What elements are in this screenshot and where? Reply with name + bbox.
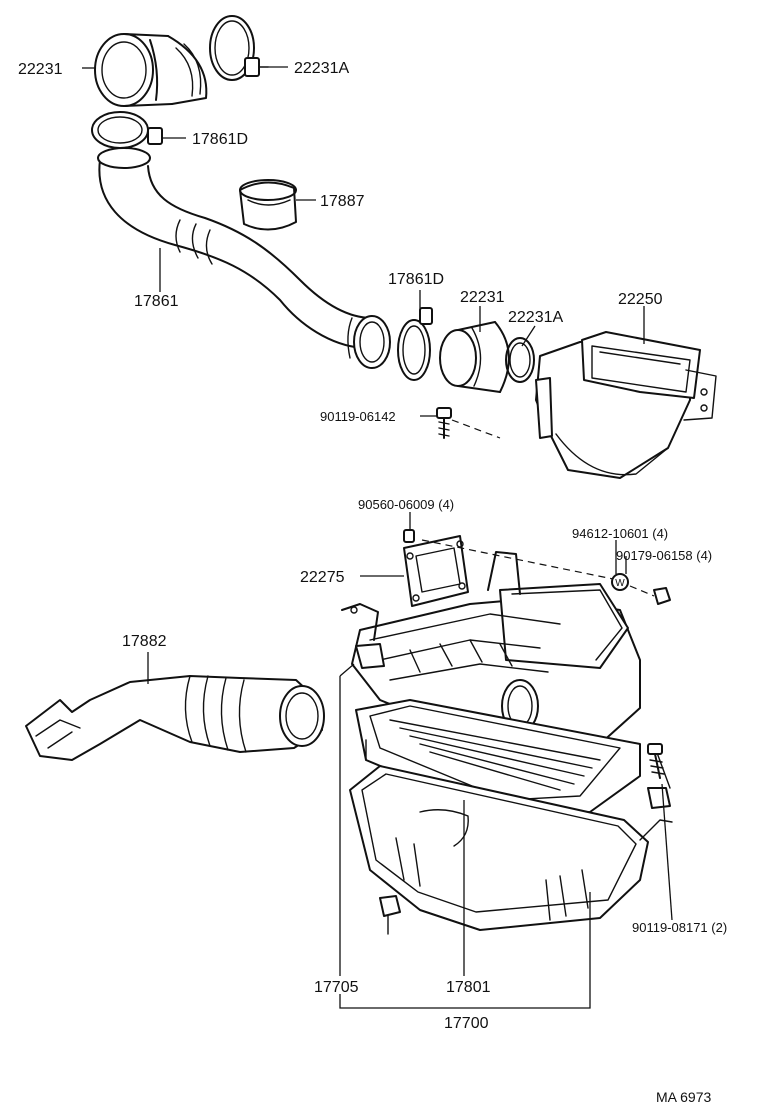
- hose-clamp-17861D-upper: [91, 111, 163, 149]
- label-17887: 17887: [320, 193, 365, 210]
- nut-90560-06009: [403, 529, 415, 543]
- label-17861D-mid: 17861D: [388, 271, 444, 288]
- label-17882: 17882: [122, 633, 167, 650]
- air-flow-meter-22250: [535, 331, 717, 479]
- label-22250: 22250: [618, 291, 663, 308]
- air-cleaner-case-17705: [349, 749, 673, 935]
- label-90119-06142: 90119-06142: [320, 409, 396, 424]
- label-17861D-top: 17861D: [192, 131, 248, 148]
- label-90119-08171: 90119-08171 (2): [632, 920, 727, 935]
- label-17700: 17700: [444, 1015, 489, 1032]
- nut-90179-06158: [653, 587, 671, 605]
- air-intake-hose-17882: [25, 675, 325, 761]
- air-cleaner-hose-upper-22231: [94, 33, 208, 107]
- label-22275: 22275: [300, 569, 345, 586]
- air-cleaner-hose-mid-22231: [439, 321, 510, 393]
- label-17801: 17801: [446, 979, 491, 996]
- hose-clamp-22231A-mid: [505, 337, 535, 383]
- label-94612-10601: 94612-10601 (4): [572, 526, 668, 541]
- label-22231-mid: 22231: [460, 289, 505, 306]
- hose-ring-17887: [239, 179, 297, 231]
- leader-lines: [82, 66, 673, 1009]
- label-22231-top: 22231: [18, 61, 63, 78]
- bolt-90119-06142: [436, 407, 501, 439]
- air-cleaner-inlet-hose-17861: [97, 147, 391, 369]
- label-22231A-top: 22231A: [294, 60, 349, 77]
- gasket-22275: [403, 535, 469, 607]
- label-22231A-mid: 22231A: [508, 309, 563, 326]
- hose-clamp-22231A-upper: [209, 15, 269, 81]
- washer-mark: W: [615, 578, 625, 589]
- bolt-90119-08171: [647, 743, 665, 779]
- label-17861: 17861: [134, 293, 179, 310]
- label-17705: 17705: [314, 979, 359, 996]
- washer-94612-10601: W: [611, 573, 629, 591]
- figure-code: MA 6973: [656, 1089, 711, 1105]
- label-90560-06009: 90560-06009 (4): [358, 497, 454, 512]
- hose-clamp-17861D-mid: [397, 307, 433, 381]
- label-90179-06158: 90179-06158 (4): [616, 548, 712, 563]
